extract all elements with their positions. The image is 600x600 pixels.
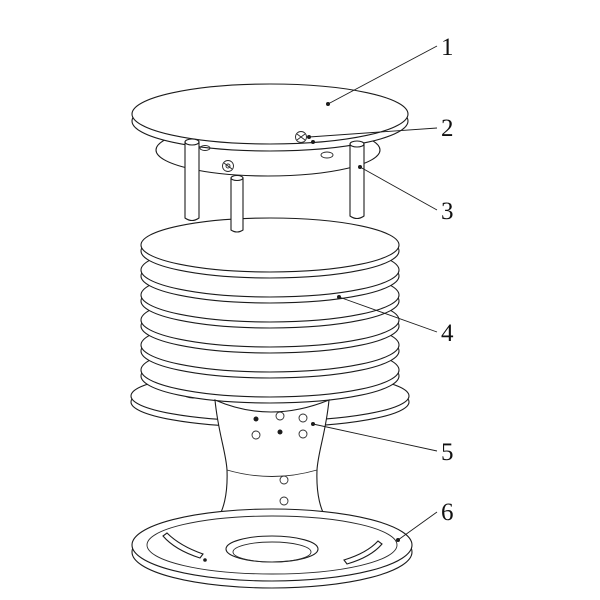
leader-dot-2 bbox=[307, 135, 311, 139]
callout-1: 1 bbox=[326, 34, 454, 106]
post-middle bbox=[230, 174, 244, 233]
louver-stack bbox=[130, 217, 410, 428]
leader-line-4 bbox=[338, 296, 438, 333]
callout-label-1: 1 bbox=[441, 34, 454, 61]
cone-hole bbox=[251, 430, 261, 440]
plate-screw-left bbox=[222, 160, 234, 172]
cone-hole bbox=[279, 475, 289, 485]
callout-label-3: 3 bbox=[441, 198, 454, 225]
leader-line-5 bbox=[312, 423, 438, 452]
cone-body bbox=[214, 399, 330, 528]
leader-dot-4 bbox=[337, 295, 341, 299]
top-cap-assembly bbox=[131, 83, 409, 177]
leader-dot-1 bbox=[326, 102, 330, 106]
leader-dot-3 bbox=[358, 165, 362, 169]
callout-label-4: 4 bbox=[441, 320, 454, 347]
cap-top bbox=[131, 83, 409, 145]
callout-5: 5 bbox=[311, 422, 454, 466]
base-center-hole-depth bbox=[232, 541, 312, 563]
leader-dot-5 bbox=[311, 422, 315, 426]
callout-6: 6 bbox=[396, 499, 454, 542]
callout-label-6: 6 bbox=[441, 499, 454, 526]
louver-plate bbox=[140, 217, 400, 279]
plate-hole-left bbox=[199, 145, 211, 151]
cone-hole bbox=[298, 429, 308, 439]
cone-hole bbox=[298, 413, 308, 423]
base-slot-left bbox=[162, 532, 204, 559]
callout-3: 3 bbox=[358, 165, 454, 225]
callout-2: 2 bbox=[307, 115, 454, 142]
callout-label-5: 5 bbox=[441, 439, 454, 466]
callouts: 1 2 3 4 5 6 bbox=[307, 34, 454, 542]
post-left bbox=[184, 138, 200, 222]
leader-line-2 bbox=[308, 127, 438, 138]
connector-cone bbox=[214, 399, 330, 528]
cone-hole bbox=[275, 411, 285, 421]
callout-label-2: 2 bbox=[441, 115, 454, 142]
leader-line-6 bbox=[397, 511, 438, 541]
support-posts bbox=[184, 138, 365, 233]
cone-hole bbox=[253, 416, 259, 422]
plate-hole-right bbox=[320, 151, 334, 159]
base-inner-ring bbox=[146, 515, 398, 575]
post-right bbox=[349, 140, 365, 220]
base-plate bbox=[131, 508, 413, 589]
cone-hole bbox=[279, 496, 289, 506]
cap-screw-right bbox=[295, 131, 315, 144]
base-slot-right bbox=[343, 540, 383, 565]
base-screw-dot bbox=[203, 558, 207, 562]
leader-dot-6 bbox=[396, 538, 400, 542]
callout-4: 4 bbox=[337, 295, 454, 347]
cone-hole bbox=[277, 429, 283, 435]
cone-seam bbox=[226, 469, 318, 477]
leader-line-3 bbox=[359, 166, 438, 211]
leader-line-1 bbox=[327, 45, 438, 105]
